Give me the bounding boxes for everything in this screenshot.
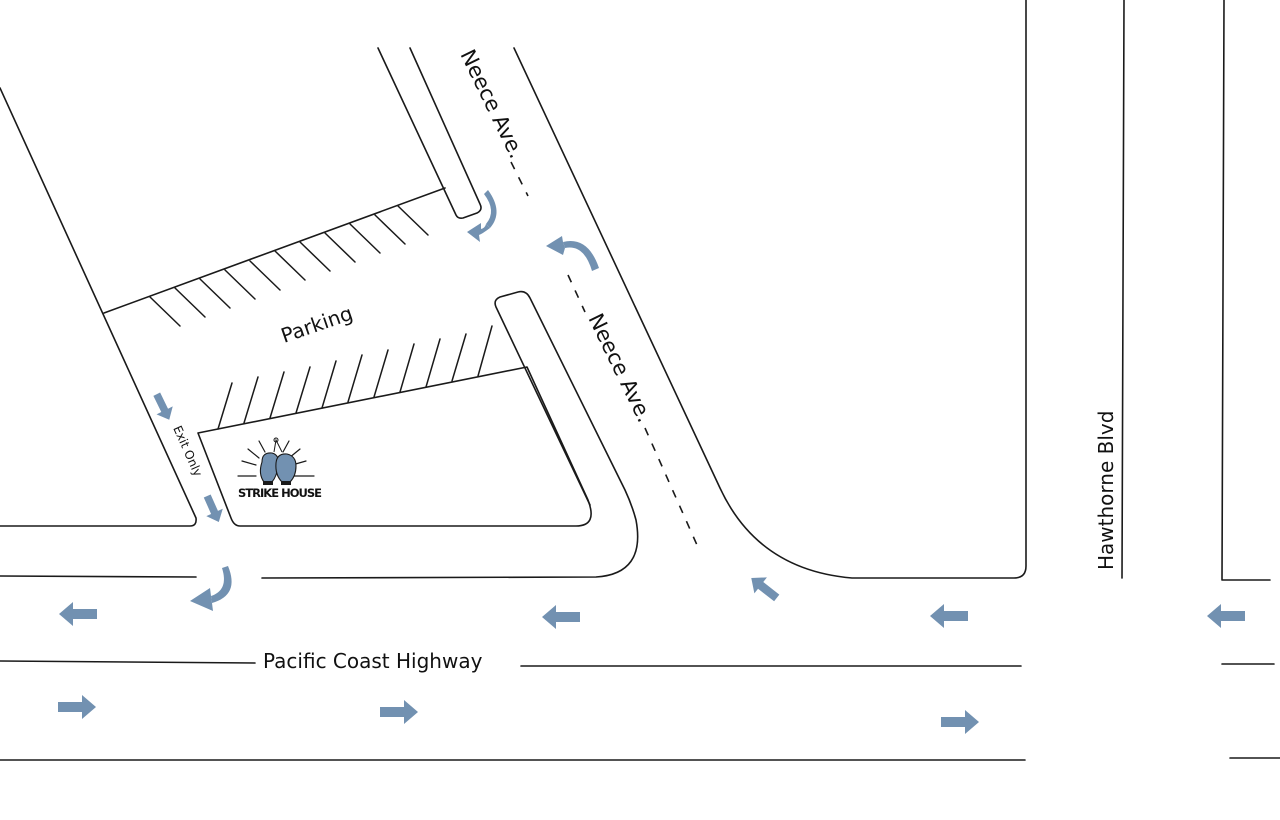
arrow-left-icon xyxy=(59,602,97,626)
arrow-up-left-icon xyxy=(751,577,780,602)
exit-only-label: Exit Only xyxy=(170,424,205,479)
turn-arrow-icon xyxy=(546,236,599,271)
parking-label: Parking xyxy=(278,301,356,348)
turn-arrow-icon xyxy=(190,566,232,611)
neece-dashes xyxy=(510,161,698,546)
north-divider-outline xyxy=(377,47,482,219)
hawthorne-east-edge xyxy=(1221,0,1271,581)
arrow-left-icon xyxy=(1207,604,1245,628)
boxing-gloves-icon xyxy=(259,437,297,485)
arrow-down-icon xyxy=(153,392,173,420)
hawthorne-west-edge xyxy=(1121,0,1125,579)
neece-ave-label-south: Neece Ave. xyxy=(584,310,657,426)
turn-arrow-icon xyxy=(467,190,497,242)
arrow-down-icon xyxy=(203,494,223,523)
arrow-right-icon xyxy=(941,710,979,734)
island-outline xyxy=(197,366,592,527)
pch-centerline-left xyxy=(0,660,256,664)
traffic-arrows xyxy=(58,190,1245,734)
left-block-outline xyxy=(0,87,197,527)
parking-stalls-top xyxy=(149,205,429,327)
arrow-right-icon xyxy=(58,695,96,719)
neece-east-curb xyxy=(513,0,1027,579)
strike-house-logo: STRIKE HOUSE xyxy=(237,437,322,500)
pch-north-edge-left xyxy=(0,575,197,578)
arrow-left-icon xyxy=(542,605,580,629)
pch-label: Pacific Coast Highway xyxy=(263,649,483,673)
strike-house-text: STRIKE HOUSE xyxy=(238,486,322,500)
arrow-right-icon xyxy=(380,700,418,724)
neece-ave-label-north: Neece Ave. xyxy=(456,46,529,162)
neece-west-curb xyxy=(261,290,639,579)
arrow-left-icon xyxy=(930,604,968,628)
street-outlines xyxy=(0,0,1280,761)
parking-stalls-bottom xyxy=(217,325,493,430)
hawthorne-label: Hawthorne Blvd xyxy=(1094,411,1118,570)
